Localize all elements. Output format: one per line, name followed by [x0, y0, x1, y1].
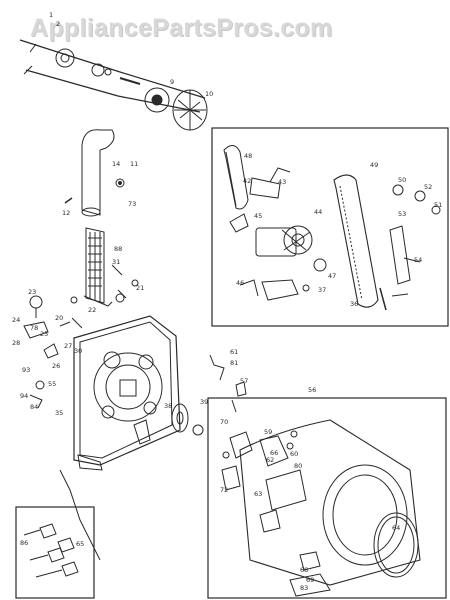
exhaust-duct	[81, 129, 115, 217]
callout-48: 48	[244, 152, 252, 160]
lint-screen	[83, 227, 113, 307]
callout-35: 35	[55, 409, 63, 417]
callout-52: 52	[424, 183, 432, 191]
callout-45: 45	[254, 212, 262, 220]
callout-28: 28	[12, 339, 20, 347]
small-fasteners	[23, 178, 139, 409]
callout-12: 12	[62, 209, 70, 217]
drum-assembly	[221, 419, 421, 597]
callout-24: 24	[12, 316, 20, 324]
callout-86: 86	[20, 539, 28, 547]
callout-22: 22	[88, 306, 96, 314]
callout-93: 93	[22, 366, 30, 374]
callout-27: 27	[64, 342, 72, 350]
callout-83: 83	[300, 584, 308, 592]
callout-21: 21	[136, 284, 144, 292]
callout-47: 47	[328, 272, 336, 280]
callout-65: 65	[76, 540, 84, 548]
callout-39: 39	[200, 398, 208, 406]
callout-11: 11	[130, 160, 138, 168]
callout-51: 51	[434, 201, 442, 209]
callout-2: 2	[56, 20, 60, 28]
callout-84: 84	[30, 403, 38, 411]
callout-72: 72	[220, 486, 228, 494]
callout-59: 59	[264, 428, 272, 436]
callout-73: 73	[128, 200, 136, 208]
callout-25: 25	[40, 330, 48, 338]
callout-49: 49	[370, 161, 378, 169]
callout-68: 68	[300, 566, 308, 574]
callout-54: 54	[414, 256, 422, 264]
callout-14: 14	[112, 160, 120, 168]
callout-37: 37	[318, 286, 326, 294]
valve-parts	[23, 523, 79, 578]
motor-belt-assembly	[223, 145, 441, 311]
drum-support-parts	[171, 354, 247, 436]
callout-43: 43	[278, 178, 286, 186]
callout-20: 20	[55, 314, 63, 322]
callout-53: 53	[398, 210, 406, 218]
callout-38: 38	[164, 402, 172, 410]
callout-56: 56	[308, 386, 316, 394]
callout-69: 69	[306, 576, 314, 584]
callout-50: 50	[398, 176, 406, 184]
callout-23: 23	[28, 288, 36, 296]
callout-81: 81	[230, 359, 238, 367]
valve-inset-frame	[15, 506, 95, 599]
callout-70: 70	[220, 418, 228, 426]
callout-78: 78	[30, 324, 38, 332]
callout-36: 36	[350, 300, 358, 308]
callout-9: 9	[170, 78, 174, 86]
callout-labels: 1 2 9 10 11 12 14 20 21 22 23 24 25 26 2…	[12, 11, 442, 592]
callout-26: 26	[52, 362, 60, 370]
callout-46: 46	[236, 279, 244, 287]
callout-44: 44	[314, 208, 322, 216]
callout-31: 31	[112, 258, 120, 266]
callout-1: 1	[49, 11, 53, 19]
callout-88: 88	[114, 245, 122, 253]
callout-64: 64	[392, 524, 400, 532]
callout-10: 10	[205, 90, 213, 98]
callout-42: 42	[243, 177, 251, 185]
callout-61: 61	[230, 348, 238, 356]
motor-inset-frame	[211, 127, 449, 327]
callout-80: 80	[294, 462, 302, 470]
callout-60: 60	[290, 450, 298, 458]
callout-57: 57	[240, 377, 248, 385]
callout-62: 62	[266, 456, 274, 464]
drum-inset-frame	[207, 397, 447, 599]
callout-66: 66	[270, 449, 278, 457]
rear-bulkhead-panel	[59, 315, 181, 561]
blower-housing-assembly	[19, 39, 208, 131]
callout-63: 63	[254, 490, 262, 498]
callout-30: 30	[74, 347, 82, 355]
callout-94: 94	[20, 392, 28, 400]
callout-55: 55	[48, 380, 56, 388]
